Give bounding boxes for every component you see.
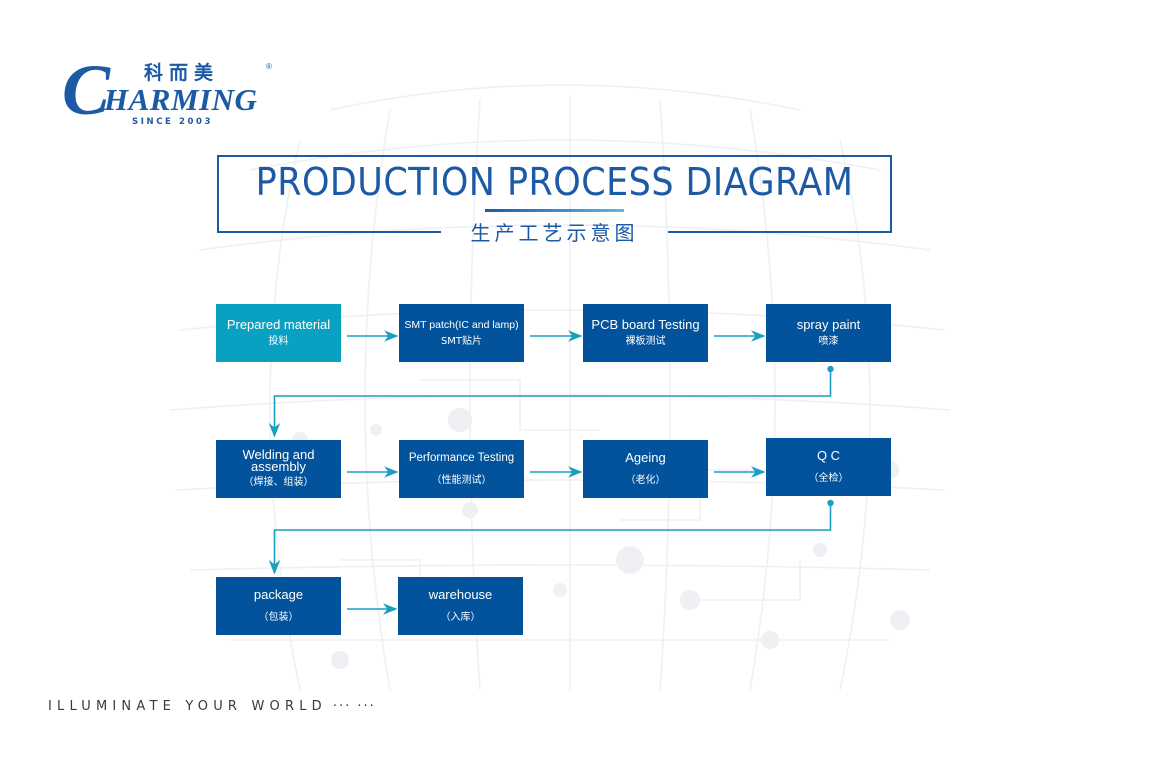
step-label-en: spray paint [796, 316, 861, 332]
step-label-cn: SMT贴片 [440, 335, 483, 347]
step-prepared-material: Prepared material 投料 [216, 304, 341, 362]
step-label-en: Q C [816, 447, 841, 463]
step-label-en: Ageing [625, 449, 666, 465]
step-label-cn: 投料 [268, 335, 289, 347]
step-label-en: warehouse [428, 586, 493, 602]
step-warehouse: warehouse （入库） [398, 577, 523, 635]
title-frame [217, 155, 892, 233]
tagline-dots: ··· ··· [332, 699, 376, 714]
title-frame-bottom-right [668, 231, 890, 233]
step-label-cn: （老化） [625, 474, 666, 486]
logo-since: SINCE 2003 [132, 117, 214, 127]
step-package: package （包装） [216, 577, 341, 635]
tagline-text: ILLUMINATE YOUR WORLD [48, 699, 327, 714]
logo-wordmark: HARMING [104, 82, 258, 117]
step-label-cn: （全检） [808, 472, 849, 484]
company-logo: C HARMING 科而美 ® SINCE 2003 [62, 54, 282, 130]
step-label-en: PCB board Testing [591, 316, 700, 332]
title-frame-bottom-left [217, 231, 441, 233]
step-label-cn: （包装） [258, 611, 299, 623]
footer-tagline: ILLUMINATE YOUR WORLD ··· ··· [48, 699, 376, 715]
logo-initial: C [62, 50, 111, 130]
step-qc: Q C （全检） [766, 438, 891, 496]
step-label-en: Performance Testing [408, 451, 515, 464]
step-label-en: Welding and assembly [242, 446, 315, 474]
step-spray-paint: spray paint 喷漆 [766, 304, 891, 362]
step-smt-patch: SMT patch(IC and lamp) SMT贴片 [399, 304, 524, 362]
page-subtitle: 生产工艺示意图 [470, 221, 639, 245]
step-welding-assembly: Welding and assembly （焊接、组装） [216, 440, 341, 498]
step-pcb-board-testing: PCB board Testing 裸板测试 [583, 304, 708, 362]
step-label-en: Prepared material [226, 316, 331, 332]
step-label-en: package [253, 586, 304, 602]
title-accent-bar [485, 209, 624, 212]
logo-chinese-name: 科而美 [144, 62, 220, 84]
step-label-cn: 喷漆 [818, 335, 839, 347]
page-title: PRODUCTION PROCESS DIAGRAM [255, 160, 854, 204]
step-performance-testing: Performance Testing （性能测试） [399, 440, 524, 498]
step-label-cn: （入库） [440, 611, 481, 623]
step-label-cn: （性能测试） [431, 474, 492, 486]
step-label-cn: （焊接、组装） [243, 476, 314, 488]
step-label-en: SMT patch(IC and lamp) [404, 318, 519, 331]
step-ageing: Ageing （老化） [583, 440, 708, 498]
registered-mark: ® [266, 62, 272, 71]
step-label-cn: 裸板测试 [625, 335, 666, 347]
